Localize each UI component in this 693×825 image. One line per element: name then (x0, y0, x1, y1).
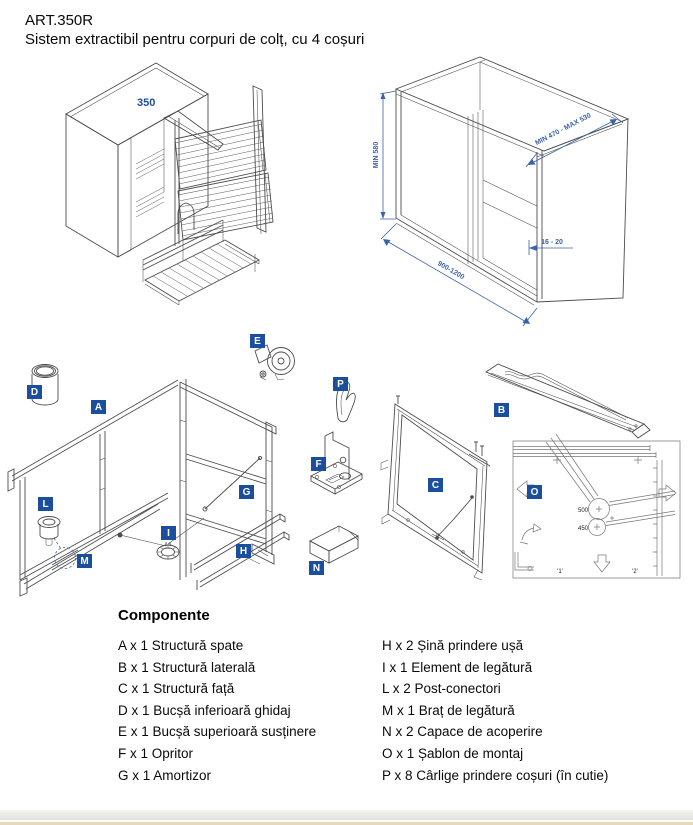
dimension-height: MIN 580 (373, 90, 397, 220)
footer-strip-beige (0, 821, 693, 825)
part-label-o: O (527, 485, 542, 499)
component-item: C x 1 Structură față (118, 681, 235, 697)
part-label-b: B (494, 403, 509, 417)
components-column-right: H x 2 Șină prindere ușă I x 1 Element de… (382, 635, 608, 786)
part-label-c: C (428, 478, 443, 492)
door-panel (252, 85, 267, 235)
part-label-p: P (333, 377, 348, 391)
svg-text:MIN 470 - MAX 530: MIN 470 - MAX 530 (534, 112, 592, 147)
part-label-m: M (77, 554, 92, 568)
component-item: N x 2 Capace de acoperire (382, 724, 543, 740)
component-item: F x 1 Opritor (118, 745, 194, 761)
component-item: G x 1 Amortizor (118, 767, 212, 783)
part-l-post-connector (37, 516, 61, 546)
cabinet-body (65, 62, 209, 258)
component-item: B x 1 Structură laterală (118, 659, 256, 675)
article-code: ART.350R (25, 12, 94, 29)
page-title: Sistem extractibil pentru corpuri de col… (25, 30, 365, 48)
part-label-a: A (91, 400, 106, 414)
part-label-n: N (309, 561, 324, 575)
part-n-cover-cap (309, 525, 359, 564)
component-item: A x 1 Structură spate (118, 638, 244, 653)
part-d-lower-bushing (31, 364, 59, 406)
components-section: Componente A x 1 Structură spate B x 1 S… (118, 607, 683, 783)
part-o-mounting-template: 500 450 '1' '2' (512, 433, 681, 579)
component-item: I x 1 Element de legătură (382, 659, 533, 675)
part-label-l: L (38, 497, 53, 511)
component-item: P x 8 Cârlige prindere coșuri (în cutie) (382, 767, 609, 783)
interior-baskets (135, 148, 165, 218)
extracted-basket-lower (177, 172, 274, 241)
part-label-f: F (311, 457, 326, 471)
header: ART.350R Sistem extractibil pentru corpu… (25, 12, 364, 49)
part-c-front-structure (380, 395, 491, 581)
components-heading: Componente (118, 607, 210, 624)
component-item: O x 1 Șablon de montaj (382, 745, 524, 761)
footer-strip-highlight (0, 820, 693, 822)
component-item: H x 2 Șină prindere ușă (382, 638, 524, 653)
part-g-damper (202, 456, 262, 512)
component-item: D x 1 Bucșă inferioară ghidaj (118, 702, 291, 718)
part-label-i: I (161, 526, 176, 540)
footer-strip-gray (0, 810, 693, 820)
part-f-stop-bracket (310, 431, 363, 495)
corner-cabinet-diagram: 350 (65, 62, 274, 306)
part-label-e: E (250, 334, 265, 348)
loose-basket (142, 202, 260, 306)
template-dim-450: 450 (578, 526, 589, 532)
extracted-basket-upper (174, 119, 267, 190)
part-label-h: H (236, 544, 251, 558)
component-item: E x 1 Bucșă superioară susținere (118, 724, 317, 740)
dimension-thickness: 16 - 20 (528, 239, 573, 255)
component-item: M x 1 Braț de legătură (382, 702, 515, 718)
part-e-upper-bushing (254, 344, 295, 381)
svg-text:16 - 20: 16 - 20 (541, 239, 563, 246)
part-m-link-arm (19, 503, 161, 597)
template-mark-2: '2' (632, 569, 638, 575)
carcass-dimension-diagram: MIN 580 MIN 470 - MAX 530 16 - 20 900-12… (373, 56, 630, 327)
exploded-parts-diagram: 500 450 '1' '2' (7, 344, 681, 597)
components-column-left: A x 1 Structură spate B x 1 Structură la… (118, 635, 316, 786)
carcass-wireframe (394, 56, 630, 306)
svg-text:MIN 580: MIN 580 (373, 142, 380, 169)
dimension-width: 900-1200 (380, 223, 538, 327)
component-item: L x 2 Post-conectori (382, 681, 501, 697)
part-b-lateral-structure (485, 363, 651, 439)
part-label-d: D (27, 385, 42, 399)
part-label-g: G (239, 485, 254, 499)
template-mark-1: '1' (557, 569, 563, 575)
cabinet-width-dimension: 350 (137, 97, 155, 109)
template-dim-500: 500 (578, 508, 589, 514)
